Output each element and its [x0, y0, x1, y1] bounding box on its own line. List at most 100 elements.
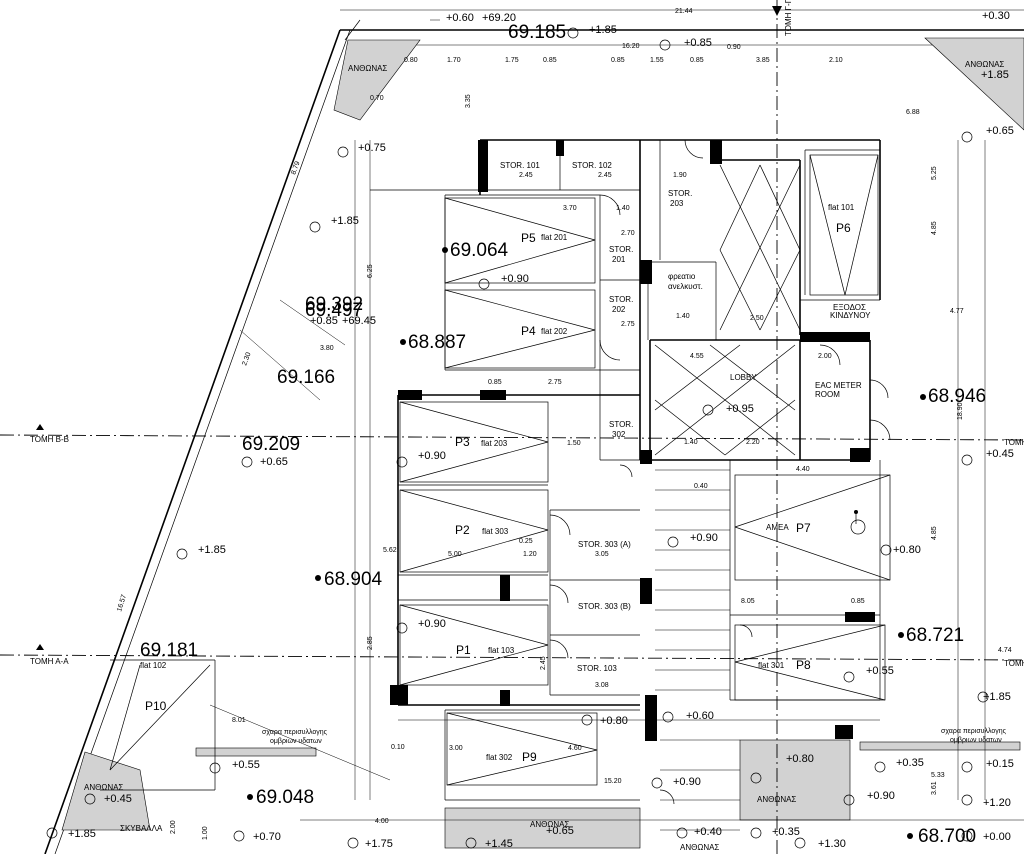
dimension-text: 0.85: [488, 379, 502, 386]
dimension-text: 4.55: [690, 353, 704, 360]
dimension-text: 2.70: [621, 230, 635, 237]
elevation-69166: 69.166: [277, 367, 335, 388]
parking-p6: P6: [836, 221, 851, 235]
columns: [390, 140, 875, 741]
flat-label: flat 302: [486, 753, 513, 762]
dimension-text: 1.55: [650, 57, 664, 64]
room-label: STOR.: [609, 295, 633, 304]
level-label: +0.15: [986, 758, 1014, 770]
level-label: +1.30: [818, 838, 846, 850]
leader-lines: [209, 19, 1024, 821]
dimension-text: 2.50: [750, 315, 764, 322]
note-text: σχαρα περισυλλογης: [941, 728, 1007, 735]
level-label: +1.85: [981, 69, 1009, 81]
dimension-text: 3.35: [465, 94, 472, 108]
dimension-text: 3.85: [756, 57, 770, 64]
dimension-text: 1.75: [505, 57, 519, 64]
dimension-text: 8.79: [290, 160, 301, 175]
level-label: +0.55: [866, 665, 894, 677]
level-label: +0.85: [310, 315, 338, 327]
level-label: +0.85: [684, 37, 712, 49]
level-label: +0.70: [253, 831, 281, 843]
dimension-text: 2.45: [598, 172, 612, 179]
parking-p2: P2: [455, 523, 470, 537]
note-text: ομβριων υδατων: [950, 737, 1002, 744]
level-label: +0.45: [986, 448, 1014, 460]
level-label: +1.45: [485, 838, 513, 850]
dimension-text: 4.85: [931, 221, 938, 235]
level-label: +0.95: [726, 403, 754, 415]
level-label: +0.65: [546, 825, 574, 837]
room-label: STOR.: [668, 189, 692, 198]
level-label: +1.85: [331, 215, 359, 227]
section-bb-label: ΤΟΜΗ Β-Β: [30, 435, 69, 444]
dimension-text: 0.85: [611, 57, 625, 64]
dimension-text: 3.05: [595, 551, 609, 558]
level-label: +0.60: [446, 12, 474, 24]
dimension-text: 1.40: [616, 205, 630, 212]
room-label: φρεατιο: [668, 272, 696, 281]
dimension-text: 0.80: [404, 57, 418, 64]
level-label: +0.65: [260, 456, 288, 468]
room-label: STOR. 103: [577, 664, 617, 673]
level-label: +1.75: [365, 838, 393, 850]
level-label: +0.90: [867, 790, 895, 802]
room-label: STOR.: [609, 245, 633, 254]
dimension-text: 0.40: [694, 483, 708, 490]
room-label: STOR. 303 (A): [578, 540, 631, 549]
dimension-text: 2.20: [746, 439, 760, 446]
elevation-69048: 69.048: [256, 787, 314, 808]
parking-bays: [109, 154, 891, 786]
elevation-68946: 68.946: [928, 386, 986, 407]
flat-label: flat 102: [140, 661, 167, 670]
section-aa-label: ΤΟΜΗ Α-Α: [30, 657, 69, 666]
dimension-text: 2.30: [241, 351, 252, 366]
room-label: STOR. 303 (B): [578, 602, 631, 611]
dimension-text: 2.75: [548, 379, 562, 386]
level-markers: [46, 27, 989, 849]
room-label: ΑΝΘΩΝΑΣ: [530, 820, 569, 829]
room-label: 203: [670, 199, 684, 208]
dimension-text: 6.25: [367, 264, 374, 278]
dimension-text: 4.74: [998, 647, 1012, 654]
room-label: ΕΞΟΔΟΣ: [833, 303, 866, 312]
level-label: +0.35: [896, 757, 924, 769]
level-label: +69.20: [482, 12, 516, 24]
level-label: +0.90: [418, 450, 446, 462]
section-gg-label: ΤΟΜΗ Γ-Γ: [784, 0, 793, 36]
flat-label: flat 303: [482, 527, 509, 536]
room-label: ανελκυστ.: [668, 282, 703, 291]
level-label: +1.85: [68, 828, 96, 840]
elevation-68887: 68.887: [408, 332, 466, 353]
dimension-text: 2.45: [519, 172, 533, 179]
elevation-69181: 69.181: [140, 640, 198, 661]
dimension-text: 3.80: [320, 345, 334, 352]
dimension-text: 2.45: [540, 656, 547, 670]
elevation-68721: 68.721: [906, 625, 964, 646]
dimension-text: 0.25: [519, 538, 533, 545]
elevation-69185: 69.185: [508, 22, 566, 43]
level-label: +0.35: [772, 826, 800, 838]
level-label: +0.80: [600, 715, 628, 727]
level-label: +0.80: [893, 544, 921, 556]
dimension-text: 5.25: [931, 166, 938, 180]
section-aa-right: ΤΟΜΗ Α-Α: [1004, 659, 1024, 668]
room-label: EAC METER: [815, 381, 862, 390]
room-label: ΑΝΘΩΝΑΣ: [348, 64, 387, 73]
dimension-text: 0.85: [690, 57, 704, 64]
stair-lattice: [719, 164, 801, 331]
flat-label: flat 301: [758, 661, 785, 670]
site-boundary: [44, 9, 1024, 854]
dimension-text: 2.10: [829, 57, 843, 64]
room-label: 201: [612, 255, 626, 264]
dimension-text: 1.40: [676, 313, 690, 320]
dimension-text: 2.00: [170, 820, 177, 834]
dimension-text: 5.33: [931, 772, 945, 779]
dimension-text: 3.70: [563, 205, 577, 212]
dimension-text: 4.00: [375, 818, 389, 825]
dimension-text: 4.85: [931, 526, 938, 540]
room-label: ΣΚΥΒΑΛΛΑ: [120, 824, 163, 833]
flat-label: flat 203: [481, 439, 508, 448]
dimension-text: 2.00: [818, 353, 832, 360]
room-label: ΑΝΘΩΝΑΣ: [757, 795, 796, 804]
